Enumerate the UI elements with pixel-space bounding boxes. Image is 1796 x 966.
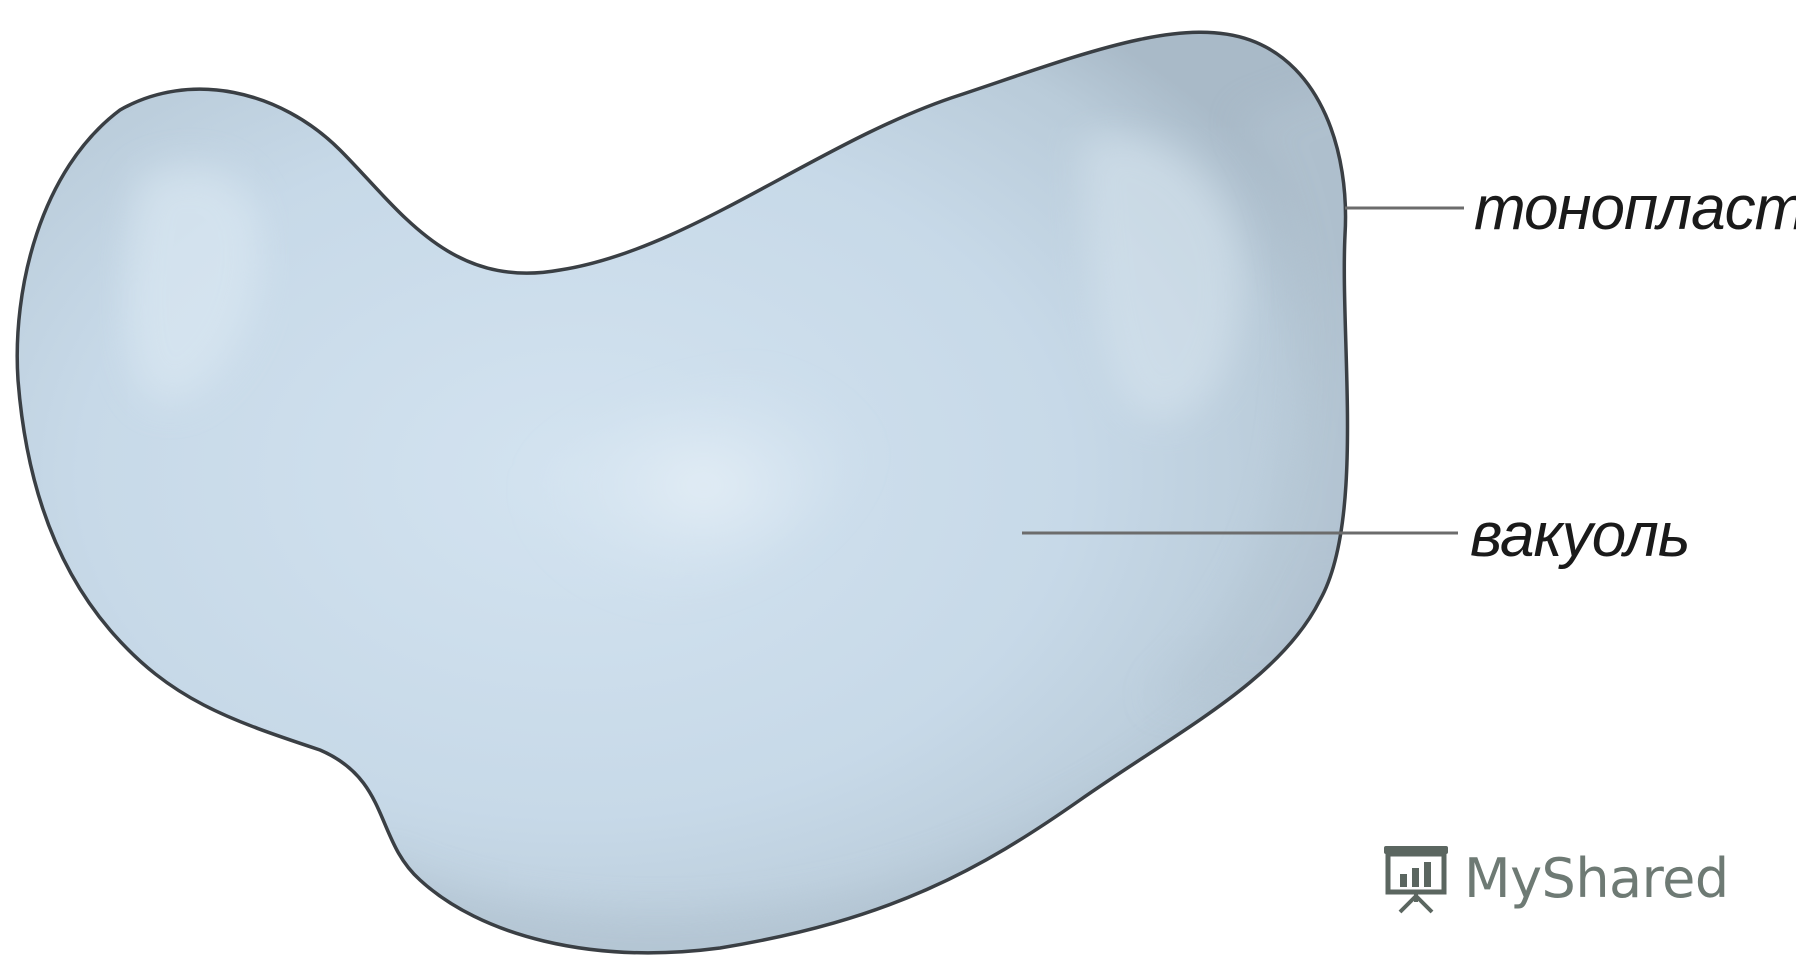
watermark-text: MyShared	[1464, 847, 1729, 910]
tonoplast-label: тонопласт	[1474, 178, 1796, 240]
myshared-watermark: MyShared	[1378, 838, 1729, 918]
vacuole-label: вакуоль	[1470, 505, 1689, 567]
presentation-chart-icon	[1378, 840, 1454, 916]
